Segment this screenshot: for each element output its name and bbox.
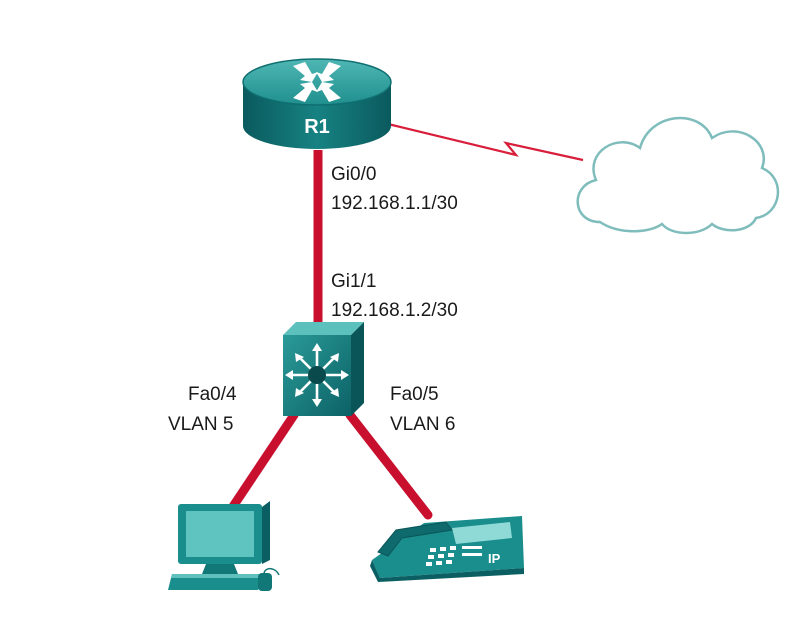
cloud-icon <box>576 116 779 235</box>
pc-port-name: Fa0/4 <box>188 384 237 405</box>
serial-link-router-cloud <box>387 122 584 162</box>
switch-uplink-ip: 192.168.1.2/30 <box>331 300 458 321</box>
switch-uplink-name: Gi1/1 <box>331 271 376 292</box>
ip-phone-icon: IP <box>370 516 524 582</box>
router-port-ip: 192.168.1.1/30 <box>331 193 458 214</box>
pc-icon <box>168 501 280 591</box>
phone-port-name: Fa0/5 <box>390 384 439 405</box>
multilayer-switch-icon <box>283 322 364 416</box>
pc-port-vlan: VLAN 5 <box>168 414 233 435</box>
router-icon: R1 <box>242 58 392 149</box>
link-switch-phone <box>345 410 433 520</box>
link-switch-pc <box>227 410 299 513</box>
router-port-name: Gi0/0 <box>331 164 376 185</box>
phone-port-vlan: VLAN 6 <box>390 414 455 435</box>
links <box>227 122 584 520</box>
router-label: R1 <box>304 116 330 138</box>
ip-phone-label: IP <box>488 551 501 566</box>
